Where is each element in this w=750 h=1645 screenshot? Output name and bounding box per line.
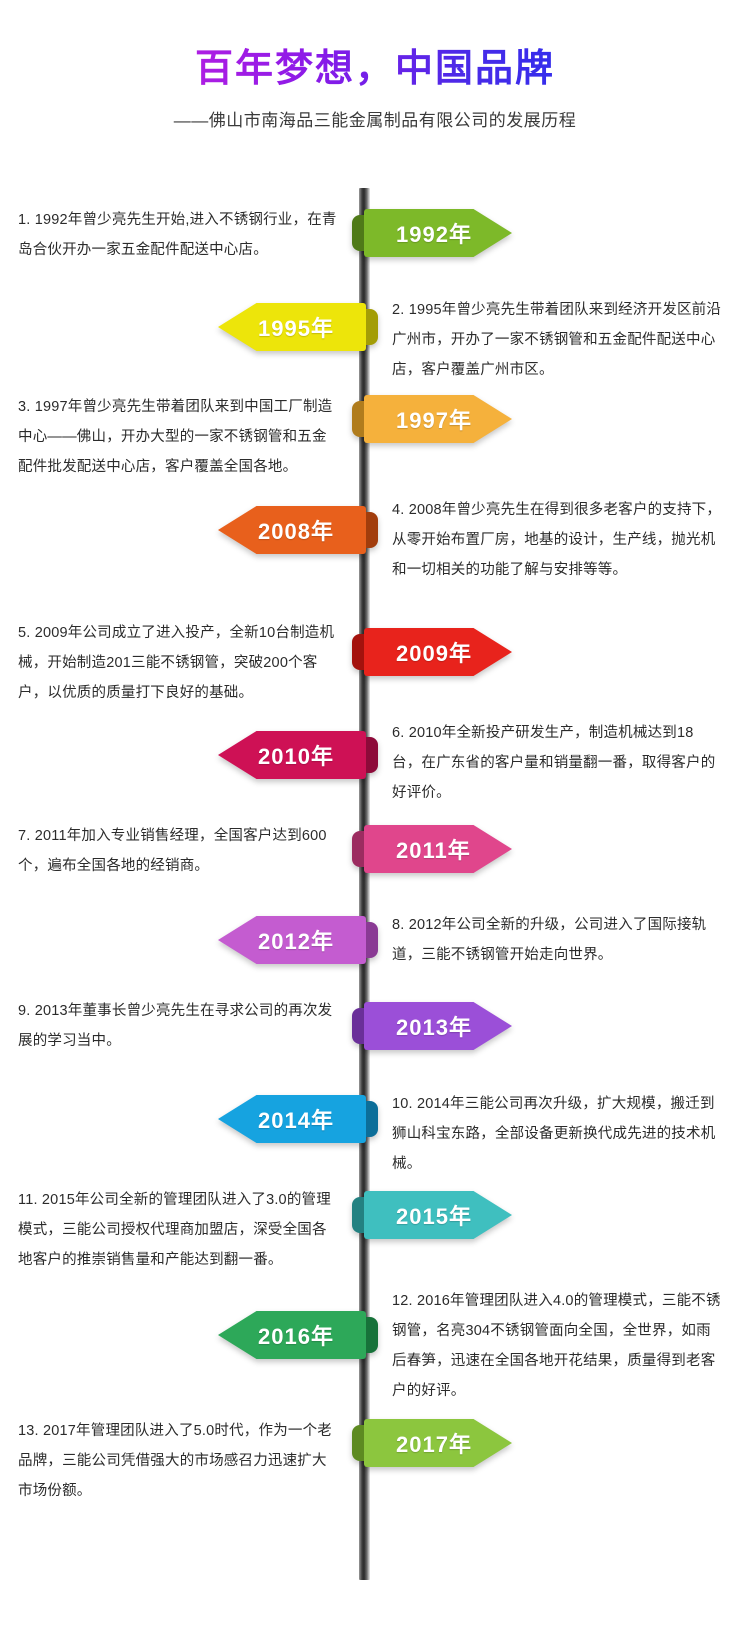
entry-description: 7. 2011年加入专业销售经理，全国客户达到600个，遍布全国各地的经销商。	[18, 828, 327, 874]
year-ribbon[interactable]: 2010年	[218, 731, 378, 779]
year-label: 2013年	[396, 1015, 472, 1040]
year-label: 2010年	[258, 744, 334, 769]
year-label: 2015年	[396, 1204, 472, 1229]
year-ribbon[interactable]: 2008年	[218, 506, 378, 554]
entry-description: 5. 2009年公司成立了进入投产，全新10台制造机械，开始制造201三能不锈钢…	[18, 625, 335, 701]
entry-description: 2. 1995年曾少亮先生带着团队来到经济开发区前沿广州市，开办了一家不锈钢管和…	[392, 302, 722, 378]
year-label: 2014年	[258, 1108, 334, 1133]
entry-description: 10. 2014年三能公司再次升级，扩大规模，搬迁到狮山科宝东路，全部设备更新换…	[392, 1096, 716, 1172]
year-label: 2011年	[396, 838, 471, 863]
year-ribbon[interactable]: 2016年	[218, 1311, 378, 1359]
ribbon-flag: 2012年	[218, 916, 366, 964]
ribbon-flag: 1997年	[364, 395, 512, 443]
ribbon-fold	[362, 922, 378, 958]
entry-description: 4. 2008年曾少亮先生在得到很多老客户的支持下，从零开始布置厂房，地基的设计…	[392, 502, 722, 578]
year-label: 2012年	[258, 929, 334, 954]
year-ribbon[interactable]: 2014年	[218, 1095, 378, 1143]
year-ribbon[interactable]: 1997年	[352, 395, 512, 443]
ribbon-flag: 2011年	[364, 825, 512, 873]
year-ribbon[interactable]: 1992年	[352, 209, 512, 257]
year-ribbon[interactable]: 2015年	[352, 1191, 512, 1239]
entry-description: 13. 2017年管理团队进入了5.0时代，作为一个老品牌，三能公司凭借强大的市…	[18, 1423, 332, 1499]
ribbon-flag: 2017年	[364, 1419, 512, 1467]
ribbon-flag: 2008年	[218, 506, 366, 554]
ribbon-flag: 2009年	[364, 628, 512, 676]
entry-description: 8. 2012年公司全新的升级，公司进入了国际接轨道，三能不锈钢管开始走向世界。	[392, 917, 707, 963]
page-subtitle: ——佛山市南海品三能金属制品有限公司的发展历程	[173, 110, 577, 130]
entry-description: 11. 2015年公司全新的管理团队进入了3.0的管理模式，三能公司授权代理商加…	[18, 1192, 331, 1268]
year-ribbon[interactable]: 2017年	[352, 1419, 512, 1467]
year-label: 2017年	[396, 1432, 472, 1457]
page-title: 百年梦想，中国品牌	[0, 46, 750, 94]
year-label: 2009年	[396, 641, 472, 666]
year-label: 2008年	[258, 519, 334, 544]
ribbon-flag: 1995年	[218, 303, 366, 351]
year-ribbon[interactable]: 1995年	[218, 303, 378, 351]
page-header: 百年梦想，中国品牌 ——佛山市南海品三能金属制品有限公司的发展历程	[0, 0, 750, 131]
year-ribbon[interactable]: 2012年	[218, 916, 378, 964]
ribbon-fold	[362, 1317, 378, 1353]
year-label: 2016年	[258, 1324, 334, 1349]
year-ribbon[interactable]: 2011年	[352, 825, 512, 873]
ribbon-flag: 2016年	[218, 1311, 366, 1359]
ribbon-fold	[362, 1101, 378, 1137]
ribbon-flag: 2010年	[218, 731, 366, 779]
year-label: 1997年	[396, 408, 472, 433]
year-label: 1992年	[396, 222, 472, 247]
ribbon-flag: 2014年	[218, 1095, 366, 1143]
entry-description: 1. 1992年曾少亮先生开始,进入不锈钢行业，在青岛合伙开办一家五金配件配送中…	[18, 212, 337, 258]
year-ribbon[interactable]: 2009年	[352, 628, 512, 676]
ribbon-fold	[362, 737, 378, 773]
entry-description: 3. 1997年曾少亮先生带着团队来到中国工厂制造中心——佛山，开办大型的一家不…	[18, 399, 333, 475]
entry-description: 6. 2010年全新投产研发生产，制造机械达到18台，在广东省的客户量和销量翻一…	[392, 725, 716, 801]
ribbon-flag: 1992年	[364, 209, 512, 257]
timeline-pole	[359, 188, 370, 1580]
ribbon-flag: 2013年	[364, 1002, 512, 1050]
ribbon-fold	[362, 309, 378, 345]
entry-description: 9. 2013年董事长曾少亮先生在寻求公司的再次发展的学习当中。	[18, 1003, 333, 1049]
ribbon-flag: 2015年	[364, 1191, 512, 1239]
year-ribbon[interactable]: 2013年	[352, 1002, 512, 1050]
year-label: 1995年	[258, 316, 334, 341]
ribbon-fold	[362, 512, 378, 548]
entry-description: 12. 2016年管理团队进入4.0的管理模式，三能不锈钢管，名亮304不锈钢管…	[392, 1293, 721, 1399]
